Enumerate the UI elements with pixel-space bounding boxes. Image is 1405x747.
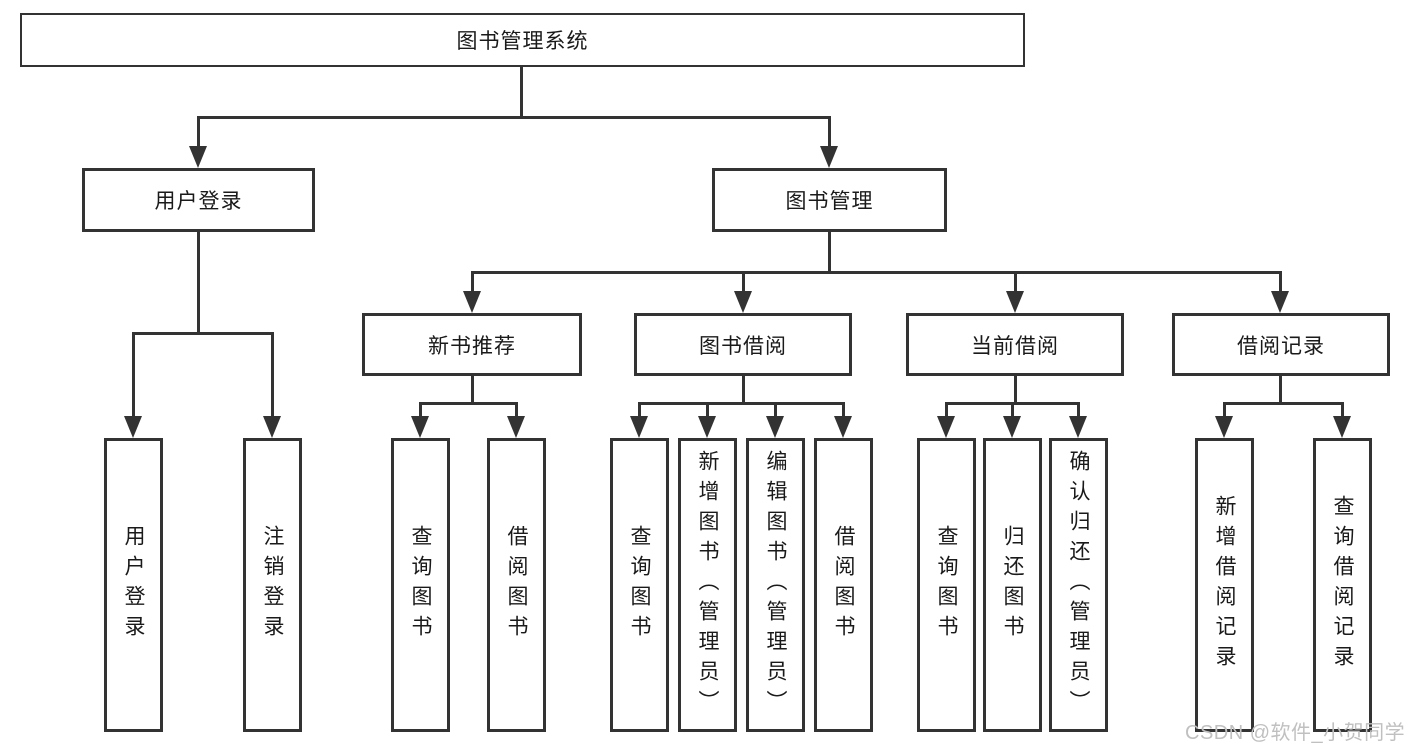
node-label: 图书管理系统 — [456, 30, 589, 53]
node-label: 借阅记录 — [1237, 334, 1325, 358]
connector-to-book-borrow — [741, 271, 745, 293]
arrow-down-icon — [1003, 416, 1021, 438]
node-leaf-query-book-current: 查询图书 — [917, 438, 976, 732]
arrow-down-icon — [411, 416, 429, 438]
node-leaf-query-book-borrow: 查询图书 — [610, 438, 669, 732]
node-leaf-add-book-admin: 新增图书（管理员） — [678, 438, 737, 732]
connector-new-book-branch — [418, 402, 518, 405]
node-label: 注销登录 — [261, 525, 284, 645]
node-label: 新增借阅记录 — [1213, 495, 1236, 675]
arrow-down-icon — [698, 416, 716, 438]
arrow-down-icon — [766, 416, 784, 438]
connector-to-leaf — [131, 332, 135, 418]
node-label: 归还图书 — [1001, 525, 1024, 645]
connector-book-mgmt-branch — [470, 271, 1282, 274]
arrow-down-icon — [263, 416, 281, 438]
arrow-down-icon — [1271, 291, 1289, 313]
arrow-down-icon — [507, 416, 525, 438]
connector-book-borrow-stub — [741, 376, 745, 404]
node-leaf-confirm-return-admin: 确认归还（管理员） — [1049, 438, 1108, 732]
csdn-watermark: CSDN @软件_小贺同学 — [1185, 722, 1405, 744]
node-book-management: 图书管理 — [712, 168, 947, 232]
connector-to-user-login — [196, 116, 200, 148]
connector-current-borrow-stub — [1013, 376, 1017, 404]
node-label: 用户登录 — [154, 190, 243, 213]
arrow-down-icon — [937, 416, 955, 438]
node-book-management-system: 图书管理系统 — [20, 13, 1025, 67]
node-label: 查询图书 — [409, 525, 432, 645]
node-label: 图书管理 — [785, 190, 874, 213]
connector-to-leaf — [773, 402, 777, 418]
arrow-down-icon — [1333, 416, 1351, 438]
node-leaf-return-book: 归还图书 — [983, 438, 1042, 732]
connector-book-mgmt-stub — [827, 232, 831, 274]
node-new-book-recommend: 新书推荐 — [362, 313, 582, 376]
node-leaf-borrow-book: 借阅图书 — [814, 438, 873, 732]
node-leaf-edit-book-admin: 编辑图书（管理员） — [746, 438, 805, 732]
node-label: 查询图书 — [628, 525, 651, 645]
arrow-down-icon — [1069, 416, 1087, 438]
connector-to-leaf — [514, 402, 518, 418]
node-leaf-add-borrow-record: 新增借阅记录 — [1195, 438, 1254, 732]
connector-borrow-records-stub — [1278, 376, 1282, 404]
node-leaf-logout: 注销登录 — [243, 438, 302, 732]
node-label: 查询图书 — [935, 525, 958, 645]
connector-to-leaf — [705, 402, 709, 418]
node-label: 借阅图书 — [505, 525, 528, 645]
connector-to-leaf — [1222, 402, 1226, 418]
node-current-borrow: 当前借阅 — [906, 313, 1124, 376]
connector-to-leaf — [270, 332, 274, 418]
connector-to-leaf — [637, 402, 641, 418]
node-label: 当前借阅 — [971, 334, 1059, 358]
node-leaf-query-book-recommend: 查询图书 — [391, 438, 450, 732]
node-label: 编辑图书（管理员） — [764, 450, 787, 720]
node-label: 新书推荐 — [428, 334, 516, 358]
arrow-down-icon — [189, 146, 207, 168]
connector-to-leaf — [944, 402, 948, 418]
node-book-borrow: 图书借阅 — [634, 313, 852, 376]
connector-borrow-records-branch — [1222, 402, 1344, 405]
node-label: 图书借阅 — [699, 334, 787, 358]
node-label: 新增图书（管理员） — [696, 450, 719, 720]
connector-root-branch — [197, 116, 831, 119]
node-label: 借阅图书 — [832, 525, 855, 645]
connector-user-login-branch — [131, 332, 274, 335]
connector-to-leaf — [841, 402, 845, 418]
arrow-down-icon — [834, 416, 852, 438]
node-leaf-user-login: 用户登录 — [104, 438, 163, 732]
node-label: 用户登录 — [122, 525, 145, 645]
arrow-down-icon — [1215, 416, 1233, 438]
node-leaf-query-borrow-record: 查询借阅记录 — [1313, 438, 1372, 732]
connector-to-borrow-records — [1278, 271, 1282, 293]
connector-to-new-book — [470, 271, 474, 293]
node-leaf-borrow-book-recommend: 借阅图书 — [487, 438, 546, 732]
arrow-down-icon — [124, 416, 142, 438]
arrow-down-icon — [734, 291, 752, 313]
connector-to-leaf — [1076, 402, 1080, 418]
arrow-down-icon — [630, 416, 648, 438]
node-borrow-records: 借阅记录 — [1172, 313, 1390, 376]
arrow-down-icon — [463, 291, 481, 313]
connector-root-stub — [519, 65, 523, 119]
node-user-login: 用户登录 — [82, 168, 315, 232]
connector-new-book-stub — [470, 376, 474, 404]
connector-to-leaf — [418, 402, 422, 418]
connector-to-current-borrow — [1013, 271, 1017, 293]
node-label: 查询借阅记录 — [1331, 495, 1354, 675]
arrow-down-icon — [1006, 291, 1024, 313]
node-label: 确认归还（管理员） — [1067, 450, 1090, 720]
arrow-down-icon — [820, 146, 838, 168]
connector-to-book-management — [827, 116, 831, 148]
connector-book-borrow-branch — [637, 402, 845, 405]
connector-to-leaf — [1010, 402, 1014, 418]
connector-user-login-stub — [196, 232, 200, 334]
connector-to-leaf — [1340, 402, 1344, 418]
